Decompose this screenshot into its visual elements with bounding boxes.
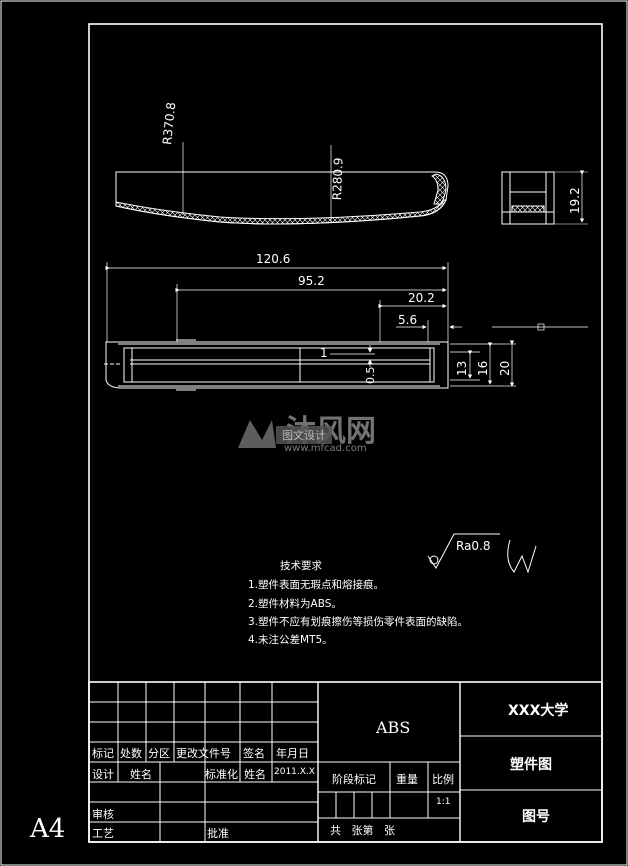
header-signature: 签名 (243, 747, 265, 760)
side-view (501, 170, 588, 225)
watermark-logo-icon (238, 420, 276, 448)
designer-name-label: 姓名 (130, 768, 152, 781)
standardizer-name-label: 姓名 (244, 768, 266, 781)
approve-label: 批准 (207, 827, 229, 840)
drawing-name: 塑件图 (510, 757, 552, 773)
radius-right-label: R280.9 (330, 157, 346, 201)
sheets-text: 共 张第 张 (330, 824, 395, 837)
design-label: 设计 (92, 768, 114, 781)
review-label: 审核 (92, 808, 114, 821)
dim-half: 0.5 (364, 366, 377, 385)
drawing-no-label: 图号 (522, 809, 550, 825)
header-count: 处数 (120, 747, 142, 760)
scale-label: 比例 (432, 773, 454, 786)
watermark-url: www.mfcad.com (284, 443, 367, 454)
standardize-label: 标准化 (205, 768, 238, 781)
material-label: ABS (376, 718, 411, 737)
dim-length-4: 5.6 (398, 313, 418, 327)
scale-value: 1:1 (436, 797, 451, 807)
header-change-doc: 更改文件号 (176, 747, 231, 760)
header-zone: 分区 (148, 747, 170, 760)
tech-requirements-title: 技术要求 (280, 560, 322, 572)
roughness-symbol (427, 533, 537, 574)
tech-req-item-1: 1.塑件表面无瑕点和熔接痕。 (248, 579, 385, 591)
tech-req-item-3: 3.塑件不应有划痕擦伤等损伤零件表面的缺陷。 (248, 616, 469, 628)
dim-h1: 13 (455, 360, 469, 376)
dim-h2: 16 (476, 360, 490, 376)
plan-view (104, 339, 449, 391)
school-name: XXX大学 (508, 703, 569, 719)
process-label: 工艺 (92, 827, 114, 840)
title-block-grid (88, 681, 603, 843)
dim-h3: 20 (498, 360, 512, 376)
dim-length-2: 95.2 (298, 274, 325, 288)
curved-profile-view (115, 142, 449, 225)
date-value: 2011.X.X (274, 767, 315, 777)
roughness-label: Ra0.8 (456, 539, 491, 553)
dim-rib: 1 (320, 346, 328, 360)
stage-mark-label: 阶段标记 (332, 773, 376, 786)
tech-req-item-2: 2.塑件材料为ABS。 (248, 598, 342, 610)
dimension-lines (105, 262, 588, 387)
tech-req-item-4: 4.未注公差MT5。 (248, 634, 333, 646)
header-date: 年月日 (276, 747, 309, 760)
dim-length-3: 20.2 (408, 291, 435, 305)
dim-overall-length: 120.6 (256, 252, 291, 266)
dim-side-height: 19.2 (568, 187, 582, 214)
weight-label: 重量 (396, 773, 418, 786)
paper-size-label: A4 (30, 814, 66, 844)
watermark-tagline: 图文设计 (276, 426, 332, 444)
header-mark: 标记 (92, 747, 114, 760)
